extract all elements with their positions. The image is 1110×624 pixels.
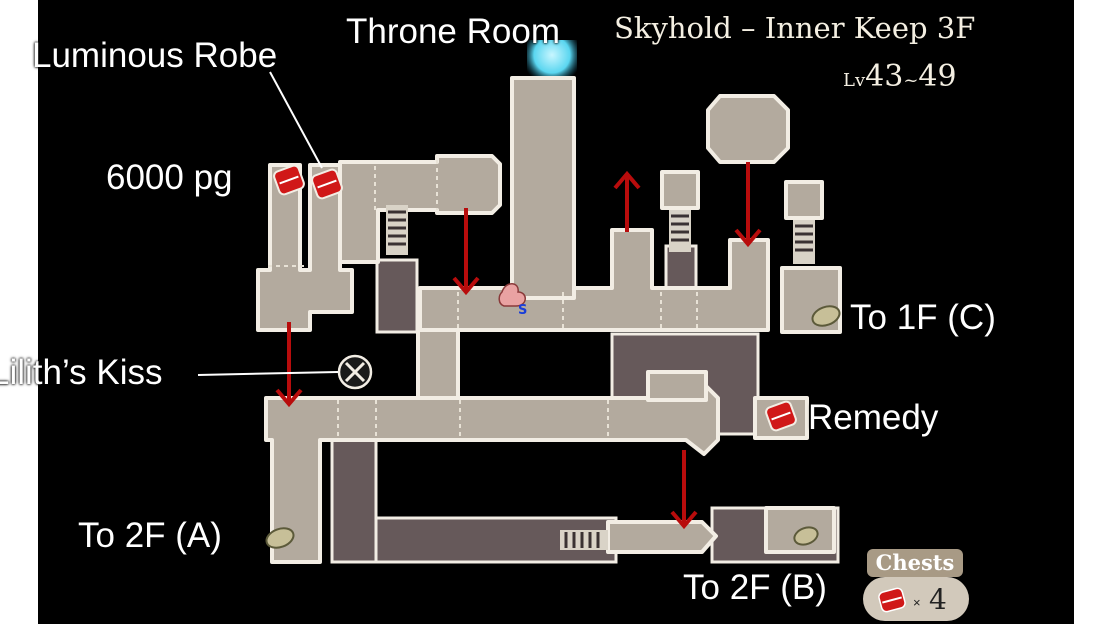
label-pg: 6000 pg — [106, 158, 233, 197]
treasure-chest-icon — [273, 164, 305, 196]
stairs-icon — [386, 205, 815, 550]
treasure-chest-icon — [878, 587, 906, 613]
treasure-chest-icon — [311, 168, 343, 200]
chests-title: Chests — [867, 549, 963, 577]
exit-stone-icon — [793, 526, 819, 546]
save-point-icon: S — [498, 283, 527, 318]
label-remedy: Remedy — [808, 398, 939, 437]
pointer-lines — [197, 71, 339, 376]
arrow-down-icon — [734, 162, 762, 248]
exit-stone-icon — [265, 527, 295, 549]
label-to-2f-b: To 2F (B) — [683, 568, 827, 607]
arrow-down-icon — [275, 322, 303, 408]
svg-text:S: S — [518, 303, 527, 318]
arrow-down-icon — [452, 208, 480, 296]
label-liliths-kiss: Lilith’s Kiss — [0, 353, 163, 392]
chests-counter: Chests × 4 — [863, 549, 969, 621]
treasure-chest-icon — [765, 400, 797, 432]
arrow-icons — [275, 162, 762, 530]
label-to-1f-c: To 1F (C) — [850, 298, 996, 337]
chests-count: 4 — [929, 583, 947, 616]
map-title: Skyhold – Inner Keep 3F — [614, 11, 976, 45]
level-range: Lv43~49 — [843, 59, 957, 94]
arrow-down-icon — [670, 450, 698, 530]
room-dividers — [268, 160, 698, 438]
exit-stone-icon — [811, 305, 841, 327]
chests-count-panel: × 4 — [863, 577, 969, 621]
x-marker-icon — [337, 354, 373, 390]
chests-times-sign: × — [913, 595, 921, 610]
label-luminous-robe: Luminous Robe — [32, 36, 278, 75]
label-to-2f-a: To 2F (A) — [78, 516, 222, 555]
label-throne-room: Throne Room — [346, 12, 560, 51]
arrow-up-icon — [613, 170, 641, 232]
